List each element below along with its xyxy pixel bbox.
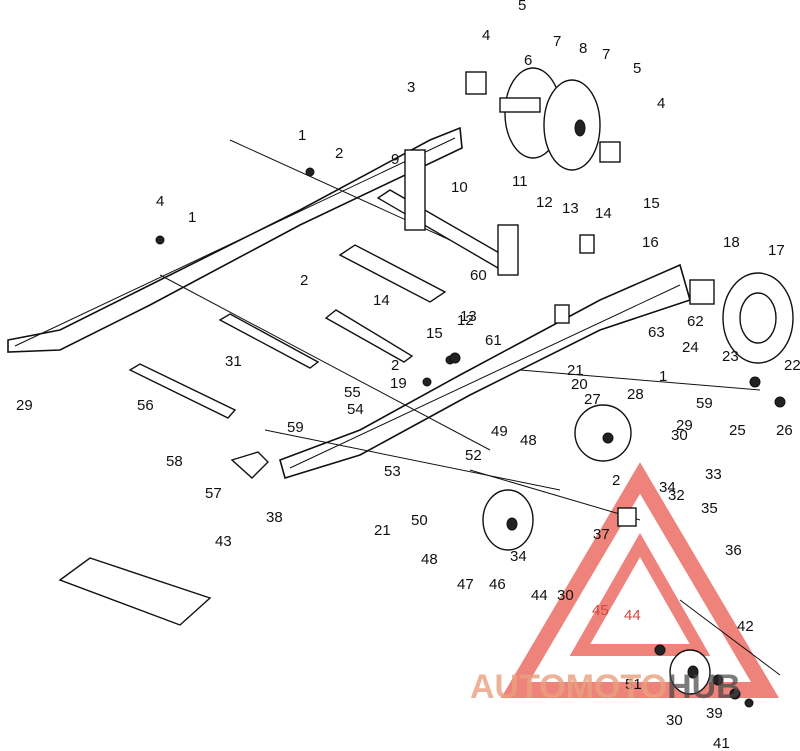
callout-19: 19 xyxy=(390,375,407,392)
callout-61: 61 xyxy=(485,332,502,349)
callout-39: 39 xyxy=(0,0,17,4)
callout-24: 24 xyxy=(682,339,699,356)
callout-48: 48 xyxy=(421,551,438,568)
callout-43: 43 xyxy=(215,533,232,550)
svg-text:AUTOMOTOHUB: AUTOMOTOHUB xyxy=(470,668,741,706)
callout-62: 62 xyxy=(687,313,704,330)
callout-20: 20 xyxy=(571,376,588,393)
callout-29: 29 xyxy=(16,397,33,414)
callout-45: 45 xyxy=(592,602,609,619)
callout-40: 40 xyxy=(0,0,17,4)
callout-9: 9 xyxy=(391,151,399,168)
callout-50: 50 xyxy=(411,512,428,529)
callout-17: 17 xyxy=(768,242,785,259)
callout-1: 1 xyxy=(659,368,667,385)
callout-16: 16 xyxy=(642,234,659,251)
callout-34: 34 xyxy=(659,479,676,496)
callout-6: 6 xyxy=(524,52,532,69)
callout-30: 30 xyxy=(557,587,574,604)
wheels xyxy=(482,67,794,695)
callout-51: 51 xyxy=(625,676,642,693)
callout-4: 4 xyxy=(482,27,490,44)
callout-53: 53 xyxy=(384,463,401,480)
callout-41: 41 xyxy=(713,735,730,751)
callout-38: 38 xyxy=(266,509,283,526)
callout-1: 1 xyxy=(298,127,306,144)
callout-57: 57 xyxy=(205,485,222,502)
callout-2: 2 xyxy=(612,472,620,489)
callout-44: 44 xyxy=(531,587,548,604)
callout-28: 28 xyxy=(627,386,644,403)
callout-54: 54 xyxy=(347,401,364,418)
callout-52: 52 xyxy=(465,447,482,464)
callout-4: 4 xyxy=(156,193,164,210)
callout-55: 55 xyxy=(344,384,361,401)
callout-14: 14 xyxy=(373,292,390,309)
callout-11: 11 xyxy=(512,173,528,190)
callout-37: 37 xyxy=(593,526,610,543)
callout-1: 1 xyxy=(188,209,196,226)
callout-8: 8 xyxy=(579,40,587,57)
callout-36: 36 xyxy=(725,542,742,559)
callout-56: 56 xyxy=(137,397,154,414)
callout-2: 2 xyxy=(335,145,343,162)
callout-14: 14 xyxy=(595,205,612,222)
callout-25: 25 xyxy=(729,422,746,439)
callout-31: 31 xyxy=(225,353,242,370)
callout-44: 44 xyxy=(624,607,641,624)
callout-39: 39 xyxy=(706,705,723,722)
callout-49: 49 xyxy=(491,423,508,440)
callout-5: 5 xyxy=(633,60,641,77)
callout-7: 7 xyxy=(553,33,561,50)
callout-13: 13 xyxy=(460,308,477,325)
callout-12: 12 xyxy=(457,312,474,329)
callout-15: 15 xyxy=(426,325,443,342)
callout-33: 33 xyxy=(705,466,722,483)
callout-12: 12 xyxy=(536,194,553,211)
callout-60: 60 xyxy=(470,267,487,284)
callout-35: 35 xyxy=(701,500,718,517)
callout-26: 26 xyxy=(776,422,793,439)
callout-59: 59 xyxy=(696,395,713,412)
leader-lines xyxy=(159,139,781,676)
callout-2: 2 xyxy=(391,357,399,374)
callout-34: 34 xyxy=(510,548,527,565)
callout-21: 21 xyxy=(374,522,391,539)
callout-30: 30 xyxy=(666,712,683,729)
callout-32: 32 xyxy=(668,487,685,504)
watermark-part2: HUB xyxy=(667,668,741,706)
callout-59: 59 xyxy=(287,419,304,436)
callout-63: 63 xyxy=(648,324,665,341)
callout-13: 13 xyxy=(562,200,579,217)
callout-23: 23 xyxy=(722,348,739,365)
watermark-logo xyxy=(500,462,780,698)
callout-58: 58 xyxy=(166,453,183,470)
callout-18: 18 xyxy=(723,234,740,251)
callout-22: 22 xyxy=(784,357,800,374)
callout-3: 3 xyxy=(407,79,415,96)
callout-42: 42 xyxy=(737,618,754,635)
callout-21: 21 xyxy=(567,362,584,379)
callout-2: 2 xyxy=(300,272,308,289)
callout-15: 15 xyxy=(643,195,660,212)
callout-10: 10 xyxy=(451,179,468,196)
watermark-text: AUTOMOTOHUB xyxy=(470,668,741,706)
callout-5: 5 xyxy=(518,0,526,14)
callout-4: 4 xyxy=(657,95,665,112)
callout-47: 47 xyxy=(457,576,474,593)
rail-left xyxy=(7,126,463,353)
hardware xyxy=(58,71,786,708)
callout-48: 48 xyxy=(520,432,537,449)
callout-46: 46 xyxy=(489,576,506,593)
callout-30: 30 xyxy=(671,427,688,444)
watermark-part1: AUTOMOTO xyxy=(470,668,667,706)
callout-7: 7 xyxy=(602,46,610,63)
callout-27: 27 xyxy=(584,391,601,408)
callout-29: 29 xyxy=(676,417,693,434)
